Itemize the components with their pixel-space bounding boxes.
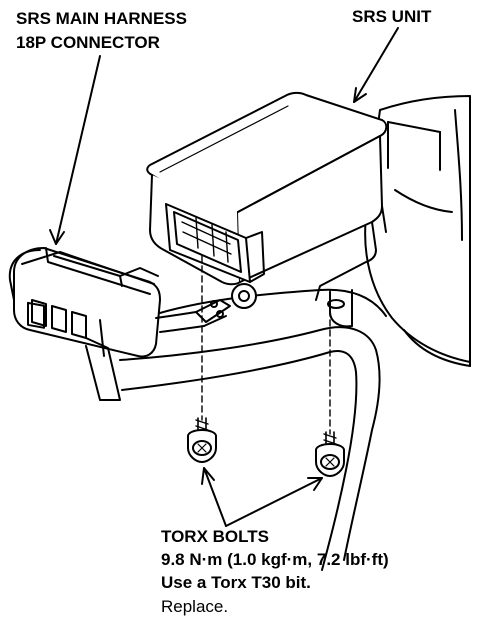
torx-bolt-right xyxy=(315,431,345,477)
srs-unit-box xyxy=(146,91,388,301)
harness-label-line2: 18P CONNECTOR xyxy=(16,33,160,52)
torx-bolts-torque: 9.8 N·m (1.0 kgf·m, 7.2 lbf·ft) xyxy=(161,550,389,569)
leader-lines xyxy=(49,27,399,527)
torx-bolts-title: TORX BOLTS xyxy=(161,527,269,546)
torx-bolts-tool: Use a Torx T30 bit. xyxy=(161,573,311,592)
torx-bolts-note: Replace. xyxy=(161,597,229,616)
mounting-floor xyxy=(149,288,387,328)
torx-bolt-left xyxy=(187,417,217,463)
unit-connector-socket xyxy=(165,203,265,283)
srs-unit-label: SRS UNIT xyxy=(352,7,432,26)
bolt-axis-lines xyxy=(201,255,331,435)
wire-harness xyxy=(8,249,381,571)
harness-connector-plug xyxy=(13,247,161,401)
harness-label-line1: SRS MAIN HARNESS xyxy=(16,9,187,28)
